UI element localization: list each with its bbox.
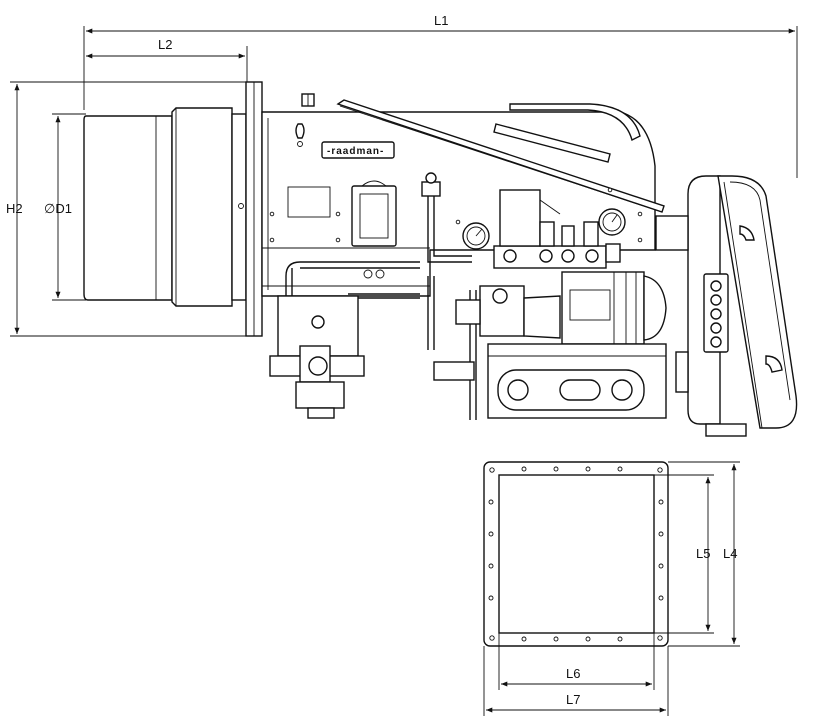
dimension-label-h2: H2	[6, 201, 23, 216]
brand-plate: -raadman-	[321, 141, 395, 159]
pressure-gauge-right	[598, 208, 626, 236]
flange-plate-view	[483, 461, 669, 647]
valve-manifold	[493, 189, 621, 269]
dimension-l5: L5	[654, 474, 714, 634]
pressure-gauge-left	[462, 222, 490, 250]
servo-motor	[351, 180, 397, 247]
dimension-h2: H2	[6, 81, 248, 337]
dimension-l7: L7	[483, 646, 669, 716]
dimension-label-l4: L4	[723, 546, 737, 561]
dimension-l6: L6	[498, 633, 655, 690]
dimension-l4: L4	[668, 461, 740, 647]
dimension-label-l1: L1	[434, 13, 448, 28]
dimension-label-l2: L2	[158, 37, 172, 52]
dimension-label-l6: L6	[566, 666, 580, 681]
dimension-label-l5: L5	[696, 546, 710, 561]
mounting-flange	[231, 81, 263, 337]
control-panel	[655, 175, 798, 437]
brand-label: -raadman-	[327, 146, 384, 157]
dimension-l1: L1	[83, 13, 798, 178]
dimension-d1: ∅D1	[44, 113, 86, 301]
base-frame	[433, 343, 667, 419]
oil-pump	[455, 285, 561, 339]
blast-tube	[83, 107, 233, 307]
dimension-l2: L2	[86, 37, 248, 82]
dimension-label-d1: ∅D1	[44, 201, 72, 216]
housing-screws	[269, 187, 643, 279]
dimension-label-l7: L7	[566, 692, 580, 707]
air-damper-arm	[336, 99, 665, 213]
electric-motor	[561, 271, 667, 345]
lower-bracket	[269, 295, 365, 419]
lift-handle	[295, 93, 315, 147]
